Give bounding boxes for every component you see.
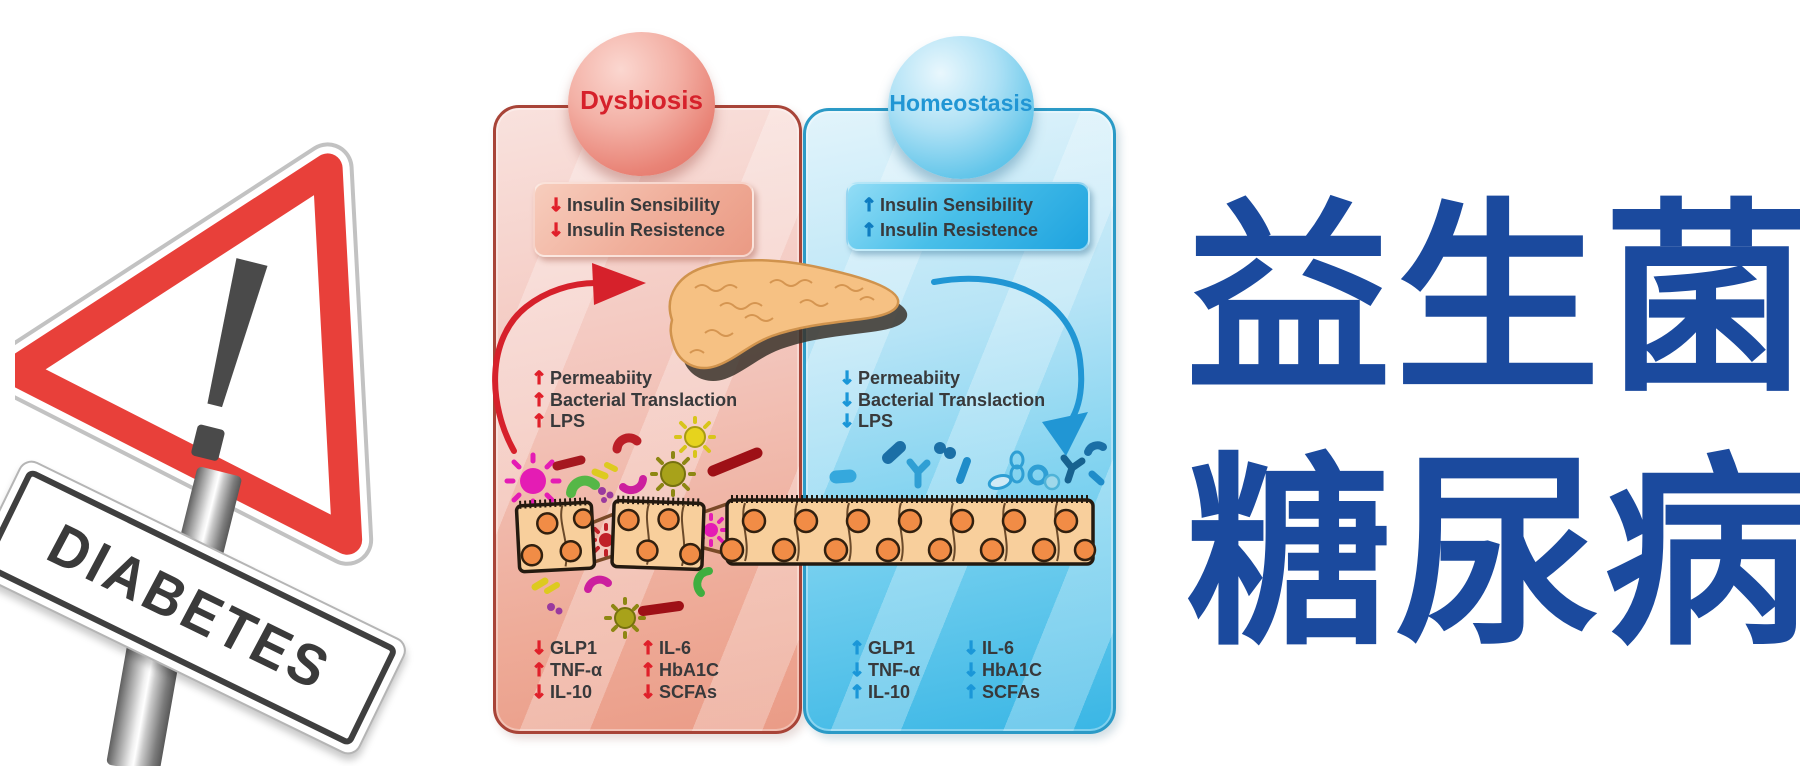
- list-label: IL-10: [550, 681, 593, 702]
- dysbiosis-markers-col2: ↑ IL-6 ↑ HbA1C ↓ SCFAs: [637, 637, 719, 703]
- epithelium-broken-block: [610, 495, 706, 572]
- up-arrow-icon: ↑: [531, 389, 547, 411]
- down-arrow-icon: ↓: [640, 681, 656, 703]
- dysbiosis-title: Dysbiosis: [580, 84, 703, 115]
- list-label: TNF-α: [868, 659, 921, 680]
- list-item: ↓ HbA1C: [960, 659, 1042, 681]
- down-arrow-icon: ↓: [531, 681, 547, 703]
- list-label: Insulin Sensibility: [567, 195, 721, 215]
- homeostasis-bubble: Homeostasis: [888, 36, 1034, 179]
- list-item: ↓ Permeabiity: [836, 368, 1045, 390]
- list-label: SCFAs: [982, 681, 1041, 702]
- down-arrow-icon: ↓: [963, 659, 979, 681]
- list-item: ↑ LPS: [528, 411, 737, 433]
- list-item: ↑ TNF-α: [528, 659, 602, 681]
- list-label: HbA1C: [659, 659, 720, 680]
- epithelium-broken-block: [514, 497, 597, 574]
- list-label: Bacterial Translaction: [550, 389, 738, 410]
- list-label: Permeabiity: [550, 368, 653, 389]
- list-label: LPS: [550, 411, 586, 432]
- down-arrow-icon: ↓: [548, 194, 564, 216]
- up-arrow-icon: ↑: [861, 194, 877, 216]
- epithelium-band: [719, 495, 1097, 566]
- up-arrow-icon: ↑: [531, 411, 547, 433]
- list-label: Insulin Sensibility: [880, 195, 1034, 215]
- list-item: ↓ Insulin Sensibility: [535, 193, 752, 218]
- dysbiosis-insulin-box: ↓ Insulin Sensibility ↓ Insulin Resisten…: [533, 182, 754, 257]
- dysbiosis-cycle-arrow: [492, 263, 646, 454]
- list-label: GLP1: [868, 637, 916, 658]
- list-item: ↑ GLP1: [846, 637, 920, 659]
- list-item: ↑ IL-10: [846, 681, 920, 703]
- up-arrow-icon: ↑: [849, 637, 865, 659]
- down-arrow-icon: ↓: [839, 411, 855, 433]
- list-label: Bacterial Translaction: [858, 389, 1046, 410]
- list-label: IL-10: [868, 681, 911, 702]
- list-label: HbA1C: [982, 659, 1043, 680]
- up-arrow-icon: ↑: [861, 219, 877, 241]
- homeostasis-markers-col2: ↓ IL-6 ↓ HbA1C ↑ SCFAs: [960, 637, 1042, 703]
- dysbiosis-bubble: Dysbiosis: [568, 32, 715, 176]
- list-label: IL-6: [982, 637, 1015, 658]
- up-arrow-icon: ↑: [640, 637, 656, 659]
- down-arrow-icon: ↓: [849, 659, 865, 681]
- up-arrow-icon: ↑: [849, 681, 865, 703]
- epithelium-illustration: [514, 495, 1097, 574]
- list-item: ↑ Bacterial Translaction: [528, 389, 738, 411]
- homeostasis-insulin-box: ↑ Insulin Sensibility ↑ Insulin Resisten…: [846, 182, 1090, 251]
- dysbiosis-barrier-list: ↑ Permeabiity ↑ Bacterial Translaction ↑…: [528, 368, 737, 433]
- headline-line2: 糖尿病: [1186, 440, 1800, 669]
- up-arrow-icon: ↑: [531, 659, 547, 681]
- up-arrow-icon: ↑: [963, 681, 979, 703]
- list-item: ↑ HbA1C: [637, 659, 719, 681]
- list-label: LPS: [858, 411, 894, 432]
- down-arrow-icon: ↓: [839, 389, 855, 411]
- dysbiosis-markers-col1: ↓ GLP1 ↑ TNF-α ↓ IL-10: [528, 637, 602, 703]
- down-arrow-icon: ↓: [548, 219, 564, 241]
- list-label: Insulin Resistence: [567, 220, 726, 240]
- list-item: ↓ GLP1: [528, 637, 602, 659]
- homeostasis-barrier-list: ↓ Permeabiity ↓ Bacterial Translaction ↓…: [836, 368, 1045, 433]
- list-label: Permeabiity: [858, 368, 961, 389]
- list-item: ↓ IL-10: [528, 681, 602, 703]
- up-arrow-icon: ↑: [640, 659, 656, 681]
- warning-triangle-icon: [15, 142, 374, 566]
- exclamation-icon: [191, 258, 268, 461]
- diabetes-warning-sign: DIABETES: [0, 0, 470, 766]
- list-item: ↓ Insulin Resistence: [535, 218, 752, 243]
- list-item: ↑ Insulin Resistence: [848, 218, 1088, 243]
- list-item: ↑ Permeabiity: [528, 368, 737, 390]
- list-label: SCFAs: [659, 681, 718, 702]
- list-label: GLP1: [550, 637, 598, 658]
- homeostasis-title: Homeostasis: [889, 90, 1033, 116]
- list-item: ↑ Insulin Sensibility: [848, 193, 1088, 218]
- headline-line1: 益生菌: [1186, 186, 1800, 415]
- list-label: IL-6: [659, 637, 692, 658]
- down-arrow-icon: ↓: [839, 368, 855, 390]
- list-item: ↓ LPS: [836, 411, 1045, 433]
- list-item: ↓ IL-6: [960, 637, 1042, 659]
- homeostasis-cycle-arrow: [931, 275, 1088, 456]
- list-label: TNF-α: [550, 659, 603, 680]
- up-arrow-icon: ↑: [531, 368, 547, 390]
- down-arrow-icon: ↓: [531, 637, 547, 659]
- list-label: Insulin Resistence: [880, 220, 1039, 240]
- pancreas-illustration: [668, 258, 908, 381]
- list-item: ↓ TNF-α: [846, 659, 920, 681]
- homeostasis-markers-col1: ↑ GLP1 ↓ TNF-α ↑ IL-10: [846, 637, 920, 703]
- list-item: ↓ Bacterial Translaction: [836, 389, 1046, 411]
- list-item: ↑ SCFAs: [960, 681, 1042, 703]
- down-arrow-icon: ↓: [963, 637, 979, 659]
- list-item: ↑ IL-6: [637, 637, 719, 659]
- homeostasis-bacteria-illustration: [829, 441, 1107, 491]
- list-item: ↓ SCFAs: [637, 681, 719, 703]
